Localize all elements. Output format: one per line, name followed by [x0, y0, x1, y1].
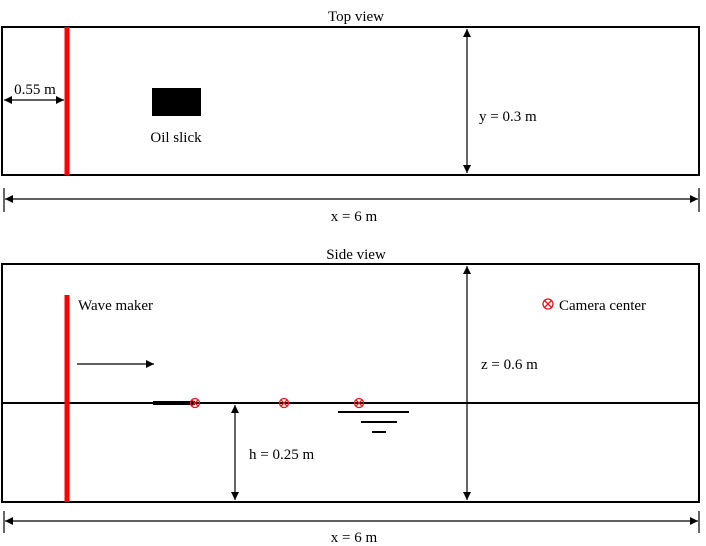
free-surface-symbol-icon: [338, 411, 409, 433]
side-view-tank: [1, 263, 700, 503]
top-view-tank: [1, 26, 700, 176]
oil-slick-label: Oil slick: [150, 130, 202, 146]
side-view: Side view Wave maker h = 0.25 m: [1, 247, 700, 546]
camera-icon-3: [353, 397, 365, 409]
camera-legend: Camera center: [542, 298, 646, 314]
depth-label: h = 0.25 m: [249, 447, 314, 463]
oil-slick: [152, 88, 201, 116]
camera-icon-1: [189, 397, 201, 409]
top-view: Top view 0.55 m Oil slick y = 0.3 m x = …: [1, 9, 700, 225]
width-label: y = 0.3 m: [479, 109, 537, 125]
top-view-title: Top view: [328, 9, 384, 25]
camera-icon-2: [278, 397, 290, 409]
wave-maker-label: Wave maker: [78, 298, 153, 314]
height-label: z = 0.6 m: [481, 357, 538, 373]
side-view-title: Side view: [326, 247, 386, 263]
wavemaker-offset-label: 0.55 m: [14, 82, 56, 98]
top-length-label: x = 6 m: [331, 209, 378, 225]
side-length-label: x = 6 m: [331, 530, 378, 546]
camera-legend-label: Camera center: [559, 298, 646, 314]
circled-x-icon: [542, 298, 554, 310]
